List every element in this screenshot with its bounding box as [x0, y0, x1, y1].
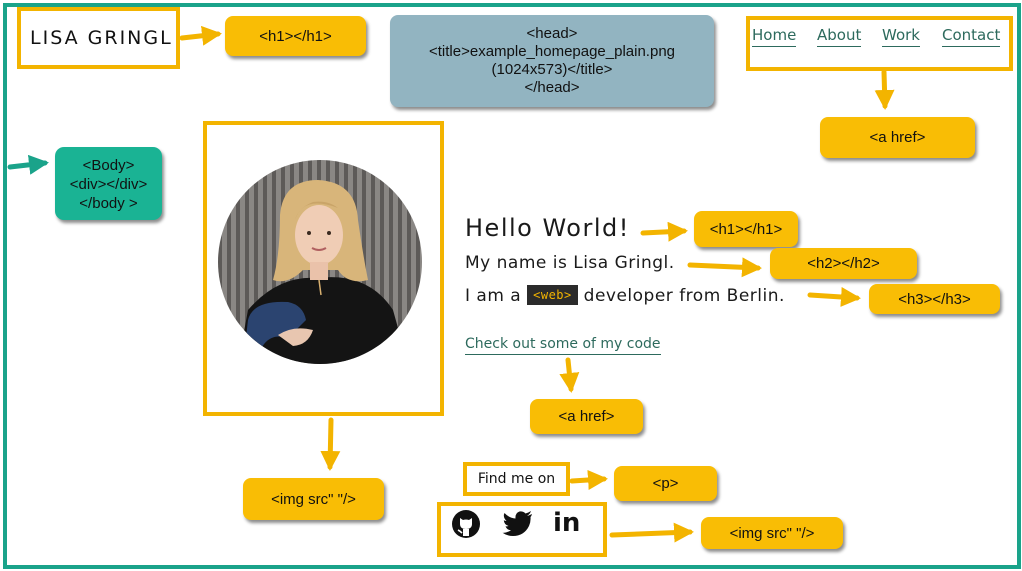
img-annotation: <img src" "/> [243, 478, 384, 520]
code-link[interactable]: Check out some of my code [465, 335, 661, 355]
hero-tagline: I am a <web> developer from Berlin. [465, 285, 785, 306]
tagline-prefix: I am a [465, 286, 522, 306]
body-line-2: <div></div> [69, 176, 148, 193]
icons-img-annotation: <img src" "/> [701, 517, 843, 549]
head-line-3: (1024x573)</title> [491, 61, 613, 78]
head-line-1: <head> [526, 25, 578, 42]
find-me-text: Find me on [477, 471, 556, 487]
find-me-highlight: Find me on [463, 462, 570, 496]
h1-annotation: <h1></h1> [694, 211, 798, 247]
arrow-p [569, 470, 608, 490]
head-line-4: </head> [524, 79, 580, 96]
nav-link-home[interactable]: Home [752, 26, 797, 47]
body-line-1: <Body> [82, 157, 135, 174]
body-line-3: </body > [79, 195, 138, 212]
nav-highlight [746, 16, 1013, 71]
site-logo[interactable]: LISA GRINGL [30, 27, 173, 49]
web-code-tag: <web> [527, 285, 578, 305]
logo-h1-annotation: <h1></h1> [225, 16, 366, 56]
head-annotation: <head> <title>example_homepage_plain.png… [390, 15, 714, 107]
nav-link-work[interactable]: Work [882, 26, 920, 47]
arrow-img [320, 417, 341, 471]
linkedin-icon[interactable]: in [553, 508, 581, 538]
code-link-annotation: <a href> [530, 399, 643, 434]
p-annotation: <p> [614, 466, 717, 501]
arrow-icons [609, 522, 694, 543]
arrow-body [7, 154, 49, 175]
arrow-h1 [640, 221, 688, 242]
logo-highlight [17, 7, 180, 69]
hero-subheading: My name is Lisa Gringl. [465, 253, 675, 273]
arrow-logo [179, 25, 222, 46]
page-frame [3, 3, 1021, 569]
arrow-code-link [559, 357, 580, 393]
arrow-h2 [687, 257, 762, 278]
github-icon[interactable] [450, 508, 482, 540]
hero-heading: Hello World! [465, 214, 630, 242]
profile-photo [218, 160, 422, 364]
h2-annotation: <h2></h2> [770, 248, 917, 279]
nav-link-contact[interactable]: Contact [942, 26, 1001, 47]
nav-anchor-annotation: <a href> [820, 117, 975, 158]
nav-link-about[interactable]: About [817, 26, 862, 47]
arrow-nav [874, 69, 895, 110]
twitter-icon[interactable] [502, 510, 534, 538]
h3-annotation: <h3></h3> [869, 284, 1000, 314]
tagline-suffix: developer from Berlin. [583, 286, 785, 306]
arrow-h3 [807, 287, 861, 307]
head-line-2: <title>example_homepage_plain.png [428, 43, 676, 60]
body-annotation: <Body> <div></div> </body > [55, 147, 162, 220]
